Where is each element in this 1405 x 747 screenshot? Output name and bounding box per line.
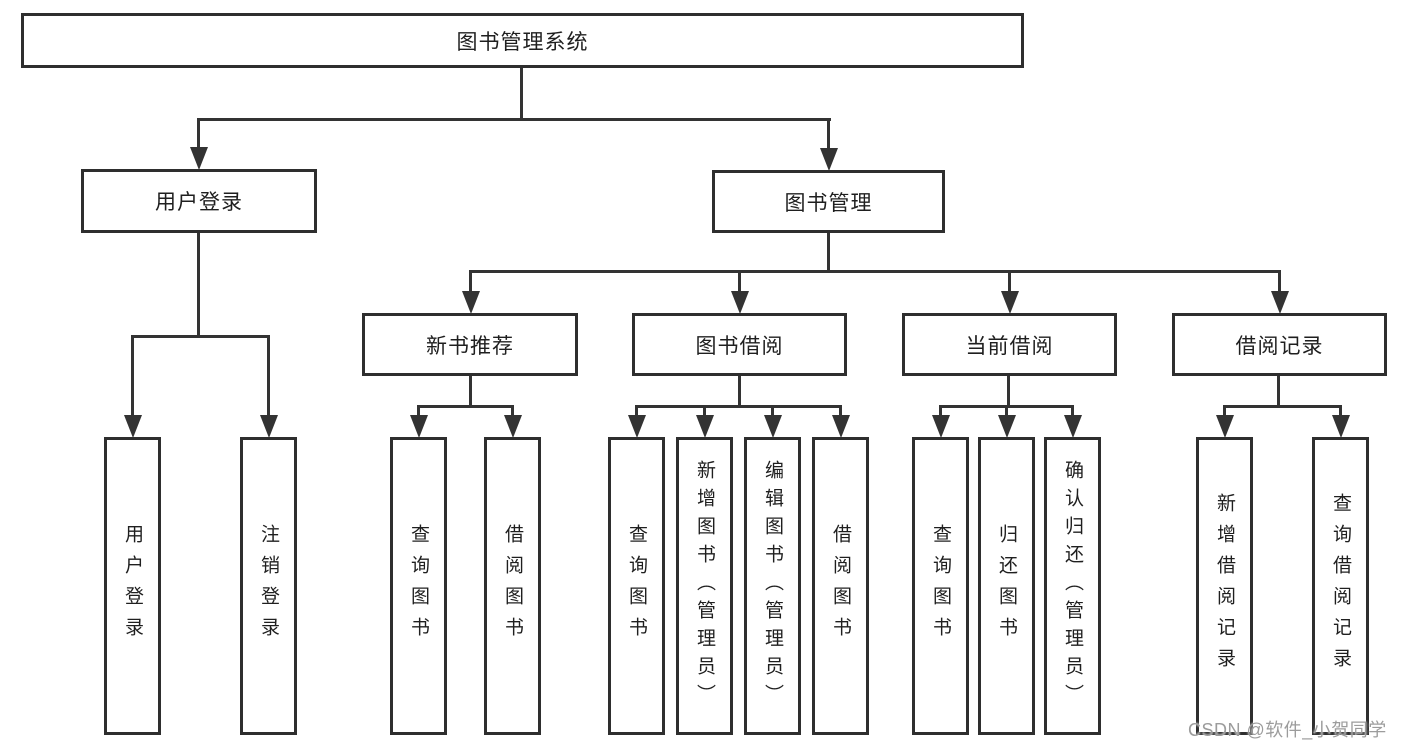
leaf-cb-query-books-label: 查询图书 <box>930 524 951 648</box>
arrowhead-down-icon <box>1332 415 1350 438</box>
leaf-bb-borrow-books: 借阅图书 <box>812 437 869 735</box>
arrowhead-down-icon <box>820 148 838 171</box>
node-root-library-system: 图书管理系统 <box>21 13 1024 68</box>
connector-line <box>839 405 842 417</box>
leaf-nbr-query-books: 查询图书 <box>390 437 447 735</box>
connector-line <box>131 335 270 338</box>
connector-line <box>267 335 270 416</box>
connector-line <box>1007 374 1010 408</box>
connector-line <box>703 405 706 417</box>
arrowhead-down-icon <box>932 415 950 438</box>
leaf-logout-label: 注销登录 <box>258 524 279 648</box>
node-book-borrow-label: 图书借阅 <box>695 334 784 358</box>
connector-line <box>827 118 830 149</box>
arrowhead-down-icon <box>190 147 208 170</box>
leaf-query-borrow-record: 查询借阅记录 <box>1312 437 1369 735</box>
arrowhead-down-icon <box>1216 415 1234 438</box>
connector-line <box>738 374 741 408</box>
arrowhead-down-icon <box>1001 291 1019 314</box>
connector-line <box>417 405 420 417</box>
connector-line <box>131 335 134 416</box>
node-book-management: 图书管理 <box>712 170 945 233</box>
watermark: CSDN @软件_小贺同学 <box>1188 720 1387 740</box>
leaf-cb-confirm-return: 确认归还（管理员） <box>1044 437 1101 735</box>
arrowhead-down-icon <box>410 415 428 438</box>
connector-line <box>197 118 200 149</box>
connector-line <box>738 270 741 292</box>
node-new-book-recommend-label: 新书推荐 <box>426 334 514 358</box>
connector-line <box>520 66 523 121</box>
node-current-borrow-label: 当前借阅 <box>965 334 1054 358</box>
connector-line <box>469 374 472 408</box>
connector-line <box>1223 405 1226 417</box>
leaf-bb-query-books: 查询图书 <box>608 437 665 735</box>
leaf-cb-return-books-label: 归还图书 <box>996 524 1017 648</box>
node-new-book-recommend: 新书推荐 <box>362 313 578 376</box>
leaf-user-login: 用户登录 <box>104 437 161 735</box>
node-borrow-records: 借阅记录 <box>1172 313 1387 376</box>
leaf-cb-query-books: 查询图书 <box>912 437 969 735</box>
connector-line <box>511 405 514 417</box>
leaf-nbr-borrow-books: 借阅图书 <box>484 437 541 735</box>
leaf-cb-confirm-return-label: 确认归还（管理员） <box>1062 460 1083 712</box>
arrowhead-down-icon <box>1064 415 1082 438</box>
leaf-bb-add-books-label: 新增图书（管理员） <box>694 460 715 712</box>
connector-line <box>417 405 514 408</box>
node-user-login: 用户登录 <box>81 169 317 233</box>
connector-line <box>1005 405 1008 417</box>
connector-line <box>469 270 1281 273</box>
leaf-bb-borrow-books-label: 借阅图书 <box>830 524 851 648</box>
leaf-bb-edit-books: 编辑图书（管理员） <box>744 437 801 735</box>
connector-line <box>1278 270 1281 292</box>
connector-line <box>1008 270 1011 292</box>
leaf-nbr-query-books-label: 查询图书 <box>408 524 429 648</box>
node-borrow-records-label: 借阅记录 <box>1235 334 1324 358</box>
connector-line <box>197 231 200 338</box>
arrowhead-down-icon <box>832 415 850 438</box>
arrowhead-down-icon <box>260 415 278 438</box>
arrowhead-down-icon <box>462 291 480 314</box>
connector-line <box>635 405 638 417</box>
connector-line <box>469 270 472 292</box>
connector-line <box>827 231 830 273</box>
connector-line <box>1339 405 1342 417</box>
leaf-add-borrow-record-label: 新增借阅记录 <box>1214 493 1235 679</box>
node-current-borrow: 当前借阅 <box>902 313 1117 376</box>
node-book-borrow: 图书借阅 <box>632 313 847 376</box>
leaf-nbr-borrow-books-label: 借阅图书 <box>502 524 523 648</box>
leaf-bb-edit-books-label: 编辑图书（管理员） <box>762 460 783 712</box>
connector-line <box>197 118 831 121</box>
leaf-bb-add-books: 新增图书（管理员） <box>676 437 733 735</box>
arrowhead-down-icon <box>628 415 646 438</box>
node-book-management-label: 图书管理 <box>784 191 873 215</box>
leaf-add-borrow-record: 新增借阅记录 <box>1196 437 1253 735</box>
leaf-user-login-label: 用户登录 <box>122 524 143 648</box>
connector-line <box>635 405 842 408</box>
arrowhead-down-icon <box>696 415 714 438</box>
arrowhead-down-icon <box>504 415 522 438</box>
connector-line <box>1277 374 1280 408</box>
arrowhead-down-icon <box>764 415 782 438</box>
leaf-logout: 注销登录 <box>240 437 297 735</box>
leaf-query-borrow-record-label: 查询借阅记录 <box>1330 493 1351 679</box>
leaf-cb-return-books: 归还图书 <box>978 437 1035 735</box>
arrowhead-down-icon <box>731 291 749 314</box>
node-user-login-label: 用户登录 <box>155 191 243 214</box>
arrowhead-down-icon <box>124 415 142 438</box>
leaf-bb-query-books-label: 查询图书 <box>626 524 647 648</box>
node-root-label: 图书管理系统 <box>456 30 589 54</box>
connector-line <box>939 405 942 417</box>
connector-line <box>1223 405 1342 408</box>
connector-line <box>771 405 774 417</box>
arrowhead-down-icon <box>1271 291 1289 314</box>
connector-line <box>1071 405 1074 417</box>
arrowhead-down-icon <box>998 415 1016 438</box>
